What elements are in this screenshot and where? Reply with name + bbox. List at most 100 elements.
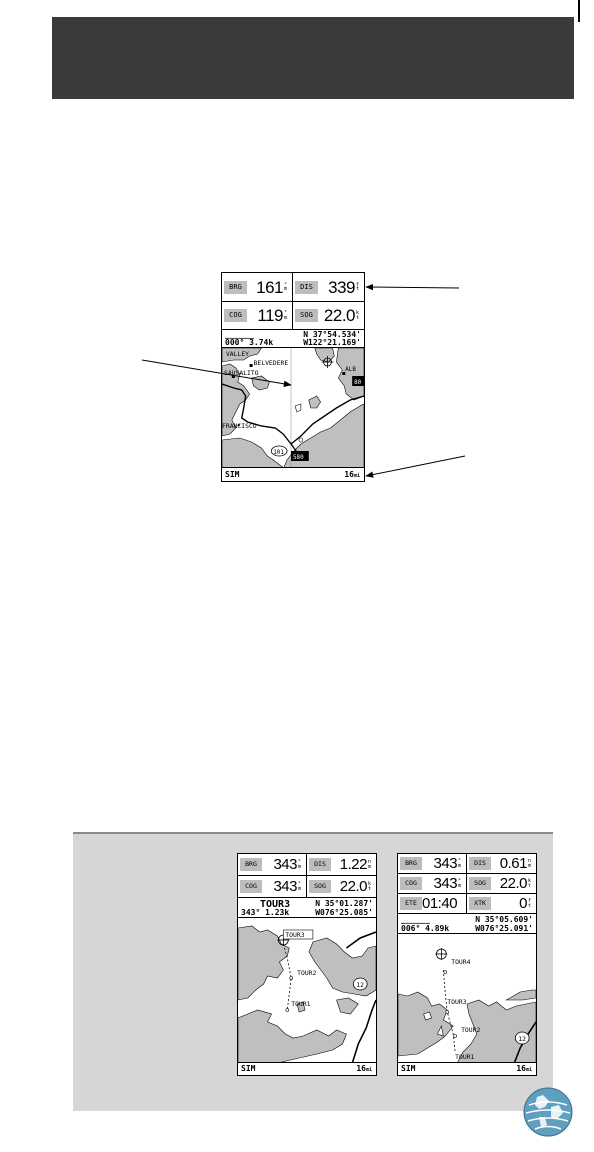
status-bar: SIM 16mi xyxy=(398,1062,536,1075)
map-label-belvedere: BELVEDERE xyxy=(254,359,289,367)
field-cog[interactable]: COG 119 °m xyxy=(222,302,293,330)
position-block: TOUR3 N 35°01.287' 343° 1.23k W076°25.08… xyxy=(238,898,376,918)
course-speed: 000° 3.74k xyxy=(225,338,274,347)
field-cog[interactable]: COG 343 °m xyxy=(238,876,307,898)
map-label-alb: ALB xyxy=(345,366,356,373)
field-brg[interactable]: BRG 343 °m xyxy=(398,854,468,874)
map-label-francisco: FRANCISCO xyxy=(222,422,257,430)
zoom-scale: 16mi xyxy=(344,470,360,479)
field-unit: °m xyxy=(284,310,288,321)
field-label: DIS xyxy=(469,857,492,870)
latitude: N 35°05.609' xyxy=(475,915,533,924)
field-value: 0.61 xyxy=(499,855,528,872)
map-label-valley: VALLEY xyxy=(226,350,249,358)
field-label: SOG xyxy=(295,309,318,322)
map-label-hwy-80: 80 xyxy=(354,379,362,386)
map-view[interactable]: TOUR3 TOUR2 TOUR1 12 xyxy=(238,918,376,1063)
map-label-tour2: TOUR2 xyxy=(461,1026,480,1034)
status-bar: SIM 16mi xyxy=(238,1062,376,1075)
field-value: 161 xyxy=(256,277,283,297)
map-label-sausalito: SAUSALITO xyxy=(224,369,259,377)
map-view[interactable]: TOUR4 TOUR3 TOUR2 TOUR1 12 xyxy=(398,934,536,1063)
field-label: COG xyxy=(224,309,247,322)
field-label: DIS xyxy=(295,280,318,294)
field-value: 343 xyxy=(433,855,458,872)
latitude: N 37°54.534' xyxy=(303,330,361,339)
map-label-hwy-101: 101 xyxy=(273,449,284,456)
field-label: SOG xyxy=(309,880,331,893)
field-value: 01:40 xyxy=(422,895,458,912)
field-value: 343 xyxy=(273,856,297,873)
field-brg[interactable]: BRG 343 °m xyxy=(238,854,307,876)
field-value: 1.22 xyxy=(339,856,368,873)
field-brg[interactable]: BRG 161 °m xyxy=(222,273,293,302)
field-value: 22.0 xyxy=(499,875,528,892)
field-ete[interactable]: ETE 01:40 xyxy=(398,894,468,914)
waypoint-name: ______ xyxy=(225,330,254,339)
field-unit: °m xyxy=(458,878,462,889)
field-label: COG xyxy=(240,880,262,893)
field-value: 343 xyxy=(433,875,458,892)
field-unit: °m xyxy=(298,881,302,892)
status-bar: SIM 16mi xyxy=(222,467,364,481)
field-label: ETE xyxy=(400,897,422,910)
status-mode: SIM xyxy=(401,1064,416,1073)
status-mode: SIM xyxy=(241,1064,256,1073)
trim-line xyxy=(578,0,580,22)
field-label: BRG xyxy=(224,280,247,294)
field-value: 22.0 xyxy=(323,306,356,325)
map-label-route-12: 12 xyxy=(518,1035,526,1043)
zoom-scale: 16mi xyxy=(356,1064,372,1073)
field-label: DIS xyxy=(309,858,331,871)
field-label: BRG xyxy=(400,857,422,870)
course-speed: 006° 4.89k xyxy=(401,924,450,933)
field-value: 22.0 xyxy=(339,878,368,895)
field-unit: °m xyxy=(284,281,288,292)
longitude: W076°25.091' xyxy=(475,924,533,933)
field-value: 0 xyxy=(519,895,527,912)
map-label-tour3: TOUR3 xyxy=(285,931,304,939)
field-value: 119 xyxy=(257,306,283,325)
position-block: ______ N 35°05.609' 006° 4.89k W076°25.0… xyxy=(398,914,536,934)
map-label-hwy-580: 580 xyxy=(293,454,304,461)
field-cog[interactable]: COG 343 °m xyxy=(398,874,468,894)
status-mode: SIM xyxy=(225,470,240,479)
field-unit: °m xyxy=(458,858,462,869)
course-speed: 343° 1.23k xyxy=(241,908,290,917)
longitude: W076°25.085' xyxy=(315,908,373,917)
map-view[interactable]: VALLEY BELVEDERE SAUSALITO FRANCISCO ALB… xyxy=(222,348,364,469)
field-label: BRG xyxy=(240,858,262,871)
field-label: SOG xyxy=(469,877,492,890)
field-value: 339 xyxy=(328,277,355,297)
map-label-tour4: TOUR4 xyxy=(451,958,470,966)
longitude: W122°21.169' xyxy=(303,338,361,347)
map-label-tour1: TOUR1 xyxy=(291,1000,310,1008)
field-label: COG xyxy=(400,877,422,890)
position-block: ______ N 37°54.534' 000° 3.74k W122°21.1… xyxy=(222,330,364,348)
map-label-tour1: TOUR1 xyxy=(455,1053,474,1061)
map-label-tour2: TOUR2 xyxy=(297,969,316,977)
map-label-route-12: 12 xyxy=(356,981,364,989)
section-header-bar xyxy=(52,17,574,99)
